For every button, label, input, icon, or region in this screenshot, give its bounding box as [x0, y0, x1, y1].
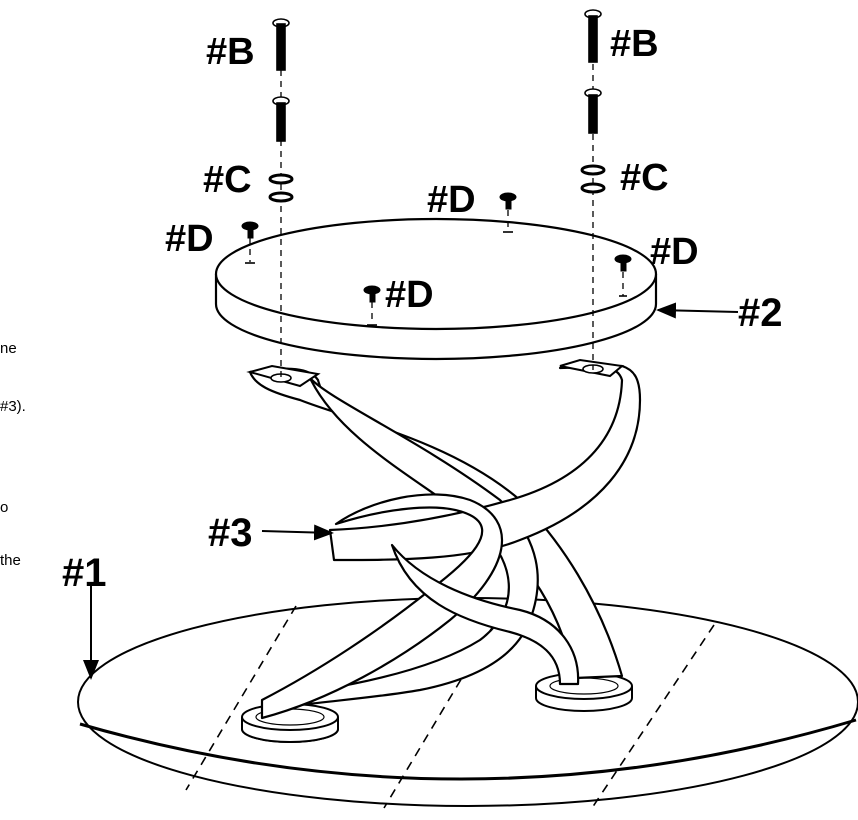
bolt-b-left — [272, 18, 290, 71]
washers-c-right — [580, 164, 606, 194]
label-part2: #2 — [738, 291, 783, 335]
label-d-right: #D — [650, 231, 699, 273]
cut-off-text-line-4: the — [0, 552, 21, 569]
bumper-d-center — [363, 285, 381, 303]
label-b-left: #B — [206, 31, 255, 73]
cut-off-text-line-1: ne — [0, 340, 17, 357]
arrow-part3 — [261, 524, 334, 541]
glass-table-top — [77, 597, 858, 809]
cut-off-text-line-2: #3). — [0, 398, 26, 415]
bumper-d-left — [241, 221, 259, 239]
label-c-left: #C — [203, 159, 252, 201]
arrow-part2 — [656, 302, 739, 319]
screw-right — [584, 88, 602, 134]
top-mounting-pads — [246, 358, 625, 388]
label-d-top: #D — [427, 179, 476, 221]
top-plate — [214, 217, 658, 361]
cut-off-text-line-3: o — [0, 499, 9, 516]
washers-c-left — [268, 173, 294, 203]
label-d-left: #D — [165, 218, 214, 260]
callout-arrows — [83, 302, 739, 680]
label-part1: #1 — [62, 551, 107, 595]
twisted-base — [248, 364, 642, 720]
bolt-b-right — [584, 9, 602, 63]
label-c-right: #C — [620, 157, 669, 199]
bumper-d-right — [614, 254, 632, 272]
label-part3: #3 — [208, 511, 253, 555]
label-b-right: #B — [610, 23, 659, 65]
screw-left — [272, 96, 290, 142]
bumper-d-top — [499, 192, 517, 210]
label-d-center: #D — [385, 274, 434, 316]
assembly-axes — [249, 64, 624, 378]
